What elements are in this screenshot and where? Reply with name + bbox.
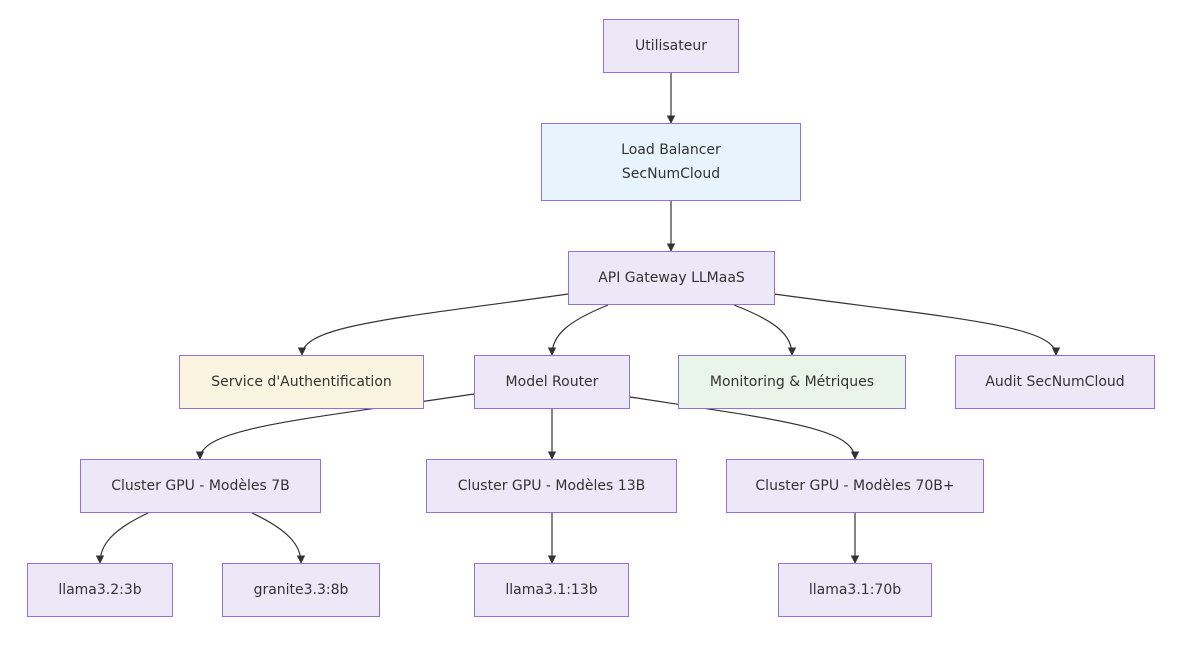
node-llama3-2-3b-label: llama3.2:3b	[58, 582, 142, 598]
node-cluster-7b-label: Cluster GPU - Modèles 7B	[111, 478, 290, 494]
node-audit[interactable]: Audit SecNumCloud	[955, 355, 1155, 409]
node-auth-service[interactable]: Service d'Authentification	[179, 355, 424, 409]
node-cluster-13b-label: Cluster GPU - Modèles 13B	[457, 478, 646, 494]
node-granite3-3-8b-label: granite3.3:8b	[253, 582, 349, 598]
node-api-gateway-label: API Gateway LLMaaS	[598, 270, 745, 286]
node-monitoring-label: Monitoring & Métriques	[709, 374, 875, 390]
node-model-router-label: Model Router	[505, 374, 599, 390]
node-llama3-1-70b-label: llama3.1:70b	[808, 582, 902, 598]
node-cluster-70b-label: Cluster GPU - Modèles 70B+	[755, 478, 955, 494]
node-monitoring[interactable]: Monitoring & Métriques	[678, 355, 906, 409]
node-llama3-2-3b[interactable]: llama3.2:3b	[27, 563, 173, 617]
node-granite3-3-8b[interactable]: granite3.3:8b	[222, 563, 380, 617]
node-llama3-1-13b-label: llama3.1:13b	[505, 582, 598, 598]
node-load-balancer-line1: Load Balancer	[621, 142, 721, 158]
edge-cluster7b-to-llama32	[95, 512, 149, 564]
node-load-balancer-line2: SecNumCloud	[621, 166, 721, 182]
edge-gateway-to-router	[547, 304, 609, 356]
node-load-balancer[interactable]: Load Balancer SecNumCloud	[541, 123, 801, 201]
node-model-router[interactable]: Model Router	[474, 355, 630, 409]
node-llama3-1-70b[interactable]: llama3.1:70b	[778, 563, 932, 617]
node-cluster-13b[interactable]: Cluster GPU - Modèles 13B	[426, 459, 677, 513]
edge-gateway-to-monitoring	[733, 304, 797, 356]
node-auth-service-label: Service d'Authentification	[211, 374, 392, 390]
edge-gateway-to-auth	[297, 293, 569, 356]
edge-cluster7b-to-granite	[251, 512, 306, 564]
node-api-gateway[interactable]: API Gateway LLMaaS	[568, 251, 775, 305]
node-user-label: Utilisateur	[634, 38, 707, 54]
node-user[interactable]: Utilisateur	[603, 19, 739, 73]
node-audit-label: Audit SecNumCloud	[985, 374, 1125, 390]
node-cluster-70b[interactable]: Cluster GPU - Modèles 70B+	[726, 459, 984, 513]
node-cluster-7b[interactable]: Cluster GPU - Modèles 7B	[80, 459, 321, 513]
node-llama3-1-13b[interactable]: llama3.1:13b	[474, 563, 629, 617]
edge-gateway-to-audit	[773, 293, 1061, 356]
